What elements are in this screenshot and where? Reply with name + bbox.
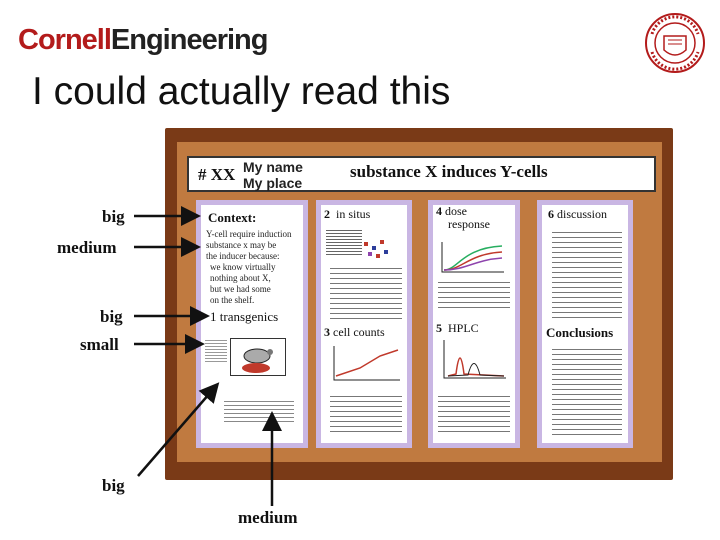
poster-headline: substance X induces Y-cells: [350, 162, 548, 181]
poster-header-bar: [187, 156, 656, 192]
section-1-heading: 1 transgenics: [210, 309, 279, 324]
conclusions-text-lines: [552, 345, 622, 437]
in-situ-dots-figure: [364, 240, 388, 258]
transgenic-mouse-figure: [230, 338, 286, 376]
annotation-medium-bottom: medium: [238, 508, 298, 527]
hplc-chromatogram: [443, 340, 506, 379]
section-2-heading: 2 in situs: [324, 207, 371, 221]
section-4-text-lines: [438, 278, 510, 310]
annotation-big-bottom: big: [102, 476, 125, 495]
section-3-text-lines: [330, 392, 402, 436]
dose-response-chart: [441, 242, 504, 273]
section-5-heading: 5 HPLC: [436, 321, 479, 335]
section-2-text-lines: [330, 264, 402, 322]
context-title: Context:: [208, 210, 257, 225]
cell-counts-chart: [333, 346, 400, 381]
annotation-medium-left: medium: [57, 238, 117, 257]
discussion-text-lines: [552, 228, 622, 318]
poster-number: # XX: [198, 165, 236, 184]
annotation-small: small: [80, 335, 119, 354]
slide-title: I could actually read this: [32, 70, 451, 113]
in-situ-image: [326, 228, 362, 256]
section-1-figure-legend: [205, 338, 227, 364]
section-5-text-lines: [438, 392, 510, 436]
section-3-heading: 3 cell counts: [324, 325, 385, 339]
conclusions-heading: Conclusions: [546, 325, 614, 340]
cornell-seal-icon: [645, 13, 705, 73]
section-1-text-lines: [224, 398, 294, 424]
arrow-big-bottom: [137, 382, 220, 477]
section-4-heading: 4 dose response: [436, 204, 490, 231]
annotation-big-middle: big: [100, 307, 123, 326]
annotation-big-top: big: [102, 207, 125, 226]
context-text: Y-cell require induction substance x may…: [206, 229, 292, 305]
poster-author: My name My place: [243, 159, 303, 191]
cornell-engineering-logo: CornellEngineering: [18, 24, 268, 56]
section-6-heading: 6 discussion: [548, 207, 608, 221]
